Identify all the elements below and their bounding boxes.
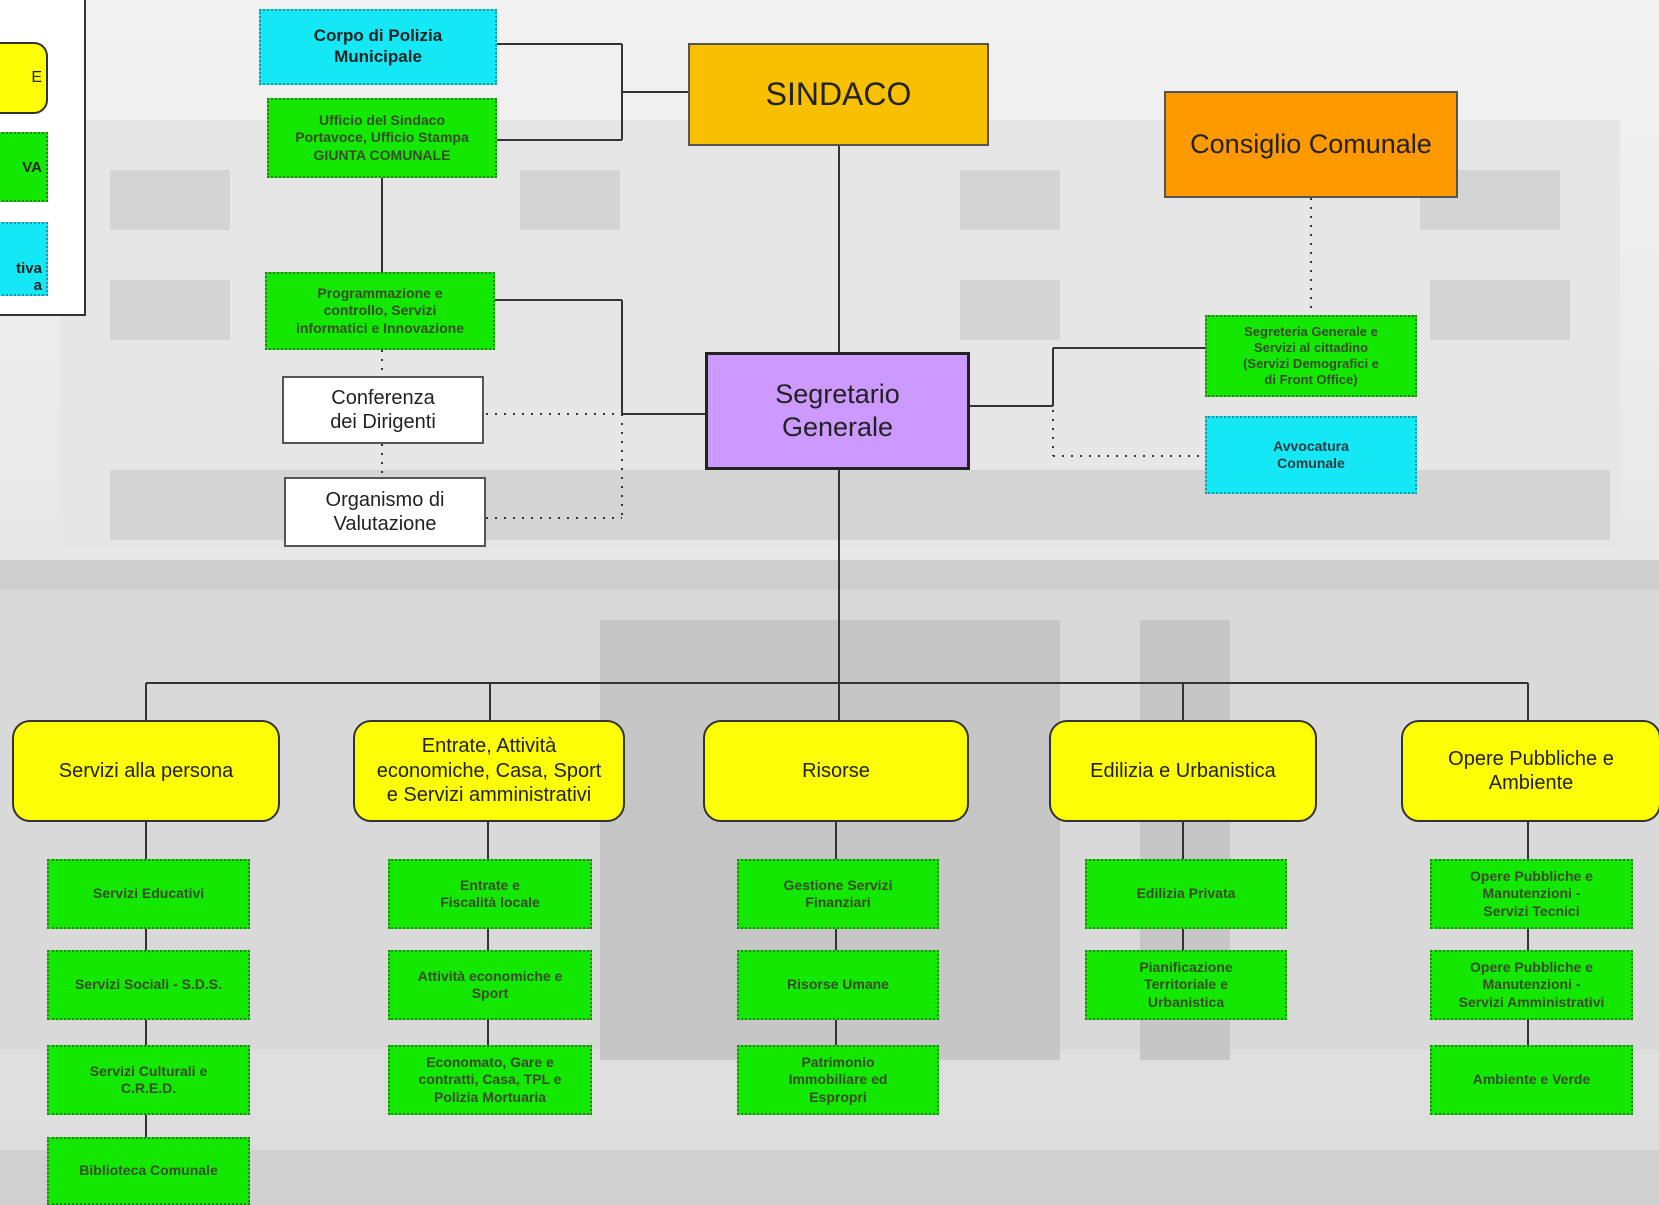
- unit-box: Risorse Umane: [737, 950, 939, 1020]
- unit-label-line: Immobiliare ed: [788, 1071, 888, 1088]
- legend: E VA tiva a: [0, 0, 86, 316]
- unit-label-line: Ambiente e Verde: [1472, 1071, 1591, 1088]
- unit-label-line: Urbanistica: [1147, 993, 1225, 1010]
- unit-label-line: Biblioteca Comunale: [79, 1162, 218, 1179]
- unit-box: Biblioteca Comunale: [47, 1137, 250, 1205]
- legend-item-yellow: E: [0, 42, 48, 114]
- sector-title-line: Risorse: [802, 759, 870, 782]
- unit-label-line: Gestione Servizi: [783, 876, 893, 893]
- unit-label-line: Servizi Amministrativi: [1458, 993, 1605, 1010]
- legend-item-green: VA: [0, 132, 48, 202]
- corpo-polizia-municipale-box: Corpo di Polizia Municipale: [259, 9, 497, 85]
- unit-label-line: Servizi Tecnici: [1483, 902, 1580, 919]
- unit-label-line: Opere Pubbliche e: [1470, 959, 1593, 976]
- sector-box: Servizi alla persona: [12, 720, 280, 822]
- unit-label-line: Manutenzioni -: [1482, 885, 1581, 902]
- unit-label-line: Patrimonio: [801, 1054, 875, 1071]
- unit-label-line: Risorse Umane: [787, 976, 889, 993]
- organismo-valutazione-box: Organismo di Valutazione: [284, 477, 486, 547]
- unit-label-line: Servizi Culturali e: [89, 1062, 208, 1079]
- sector-title-line: Ambiente: [1488, 772, 1574, 794]
- unit-label-line: contratti, Casa, TPL e: [418, 1071, 562, 1088]
- unit-label-line: Territoriale e: [1144, 976, 1228, 993]
- avvocatura-comunale-box: Avvocatura Comunale: [1205, 416, 1417, 494]
- sector-box: Edilizia e Urbanistica: [1049, 720, 1317, 822]
- segreteria-generale-box: Segreteria Generale e Servizi al cittadi…: [1205, 315, 1417, 397]
- unit-label-line: Entrate e: [460, 876, 520, 893]
- unit-label-line: Opere Pubbliche e: [1470, 868, 1593, 885]
- unit-label-line: C.R.E.D.: [120, 1080, 177, 1096]
- unit-label-line: Fiscalità locale: [440, 894, 540, 910]
- unit-label-line: Attività economiche e: [417, 967, 563, 984]
- unit-label-line: Servizi Sociali - S.D.S.: [74, 976, 223, 993]
- sector-title-line: economiche, Casa, Sport: [376, 759, 602, 782]
- unit-box: Servizi Sociali - S.D.S.: [47, 950, 250, 1020]
- sector-title-line: Servizi alla persona: [58, 759, 234, 782]
- consiglio-comunale-box: Consiglio Comunale: [1164, 91, 1458, 198]
- programmazione-controllo-box: Programmazione e controllo, Servizi info…: [265, 272, 495, 350]
- sindaco-box: SINDACO: [688, 43, 989, 146]
- unit-label-line: Espropri: [809, 1088, 867, 1105]
- unit-label-line: Servizi Educativi: [92, 885, 205, 902]
- unit-label-line: Sport: [471, 985, 509, 1001]
- unit-label-line: Edilizia Privata: [1136, 885, 1236, 902]
- unit-box: Ambiente e Verde: [1430, 1045, 1633, 1115]
- ufficio-sindaco-box: Ufficio del Sindaco Portavoce, Ufficio S…: [267, 98, 497, 178]
- unit-label-line: Manutenzioni -: [1482, 976, 1581, 993]
- sector-title-line: Opere Pubbliche e: [1448, 747, 1614, 770]
- unit-label-line: Polizia Mortuaria: [433, 1088, 547, 1105]
- unit-box: Servizi Educativi: [47, 859, 250, 929]
- sector-title-line: Edilizia e Urbanistica: [1090, 759, 1276, 782]
- sector-title-line: e Servizi amministrativi: [386, 784, 592, 807]
- conferenza-dirigenti-box: Conferenza dei Dirigenti: [282, 376, 484, 444]
- unit-label-line: Pianificazione: [1139, 959, 1233, 976]
- sector-title-line: Entrate, Attività: [421, 735, 557, 758]
- unit-box: Edilizia Privata: [1085, 859, 1287, 929]
- sector-box: Risorse: [703, 720, 969, 822]
- unit-label-line: Finanziari: [805, 894, 871, 910]
- segretario-generale-box: Segretario Generale: [705, 352, 970, 470]
- legend-item-cyan: tiva a: [0, 222, 48, 296]
- unit-label-line: Economato, Gare e: [426, 1054, 554, 1071]
